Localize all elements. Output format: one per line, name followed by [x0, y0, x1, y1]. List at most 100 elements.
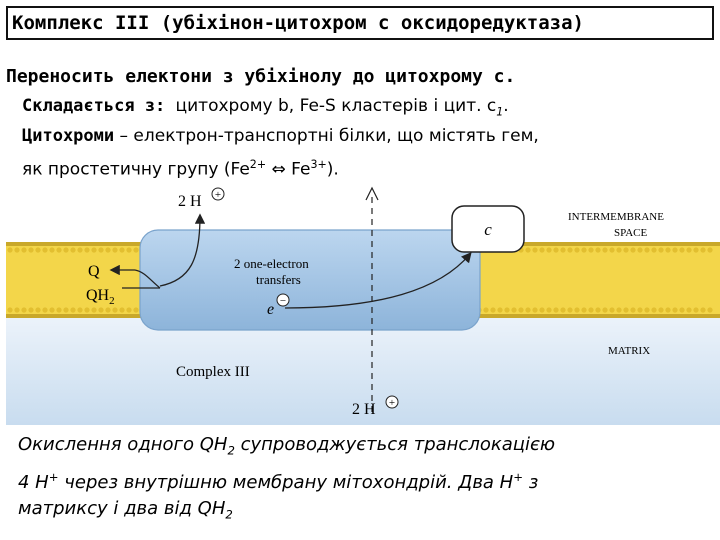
lipid-head — [581, 247, 587, 253]
lipid-head — [700, 307, 706, 313]
lipid-head — [637, 307, 643, 313]
lipid-head — [693, 247, 699, 253]
lipid-head — [126, 247, 132, 253]
lipid-head — [546, 307, 552, 313]
lipid-head — [70, 307, 76, 313]
h-bottom-label: 2 H — [352, 401, 376, 418]
qh2-label: QH2 — [86, 287, 115, 307]
lipid-head — [588, 247, 594, 253]
lipid-head — [63, 247, 69, 253]
heme-line: як простетичну групу (Fe2+ ⇔ Fe3+). — [22, 158, 339, 180]
lipid-head — [91, 247, 97, 253]
lipid-head — [665, 247, 671, 253]
slide-title: Комплекс III (убіхінон-цитохром с оксидо… — [6, 6, 714, 40]
lipid-head — [595, 247, 601, 253]
lipid-head — [497, 307, 503, 313]
matrix-label: MATRIX — [608, 345, 650, 357]
lipid-head — [672, 307, 678, 313]
lipid-head — [679, 307, 685, 313]
lipid-head — [553, 307, 559, 313]
composition-line: Складається з: цитохрому b, Fe-S кластер… — [22, 96, 509, 118]
lipid-head — [42, 247, 48, 253]
lipid-head — [133, 247, 139, 253]
proton-release-arrow — [159, 213, 206, 287]
double-arrow-icon: ⇔ — [271, 159, 286, 180]
caption-line-1: Окислення одного QH2 супроводжується тра… — [18, 434, 556, 458]
cytochromes-text: – електрон-транспортні білки, що містять… — [114, 126, 539, 146]
lipid-head — [28, 247, 34, 253]
cytochrome-c-label: c — [484, 220, 492, 239]
transfer-label-2: transfers — [256, 272, 301, 287]
lipid-head — [539, 307, 545, 313]
lipid-head — [707, 247, 713, 253]
lipid-head — [98, 247, 104, 253]
minus-icon — [276, 293, 290, 307]
lipid-head — [567, 247, 573, 253]
lipid-head — [35, 247, 41, 253]
lipid-head — [84, 307, 90, 313]
cytochromes-line: Цитохроми – електрон-транспортні білки, … — [22, 126, 539, 146]
lipid-head — [504, 307, 510, 313]
svg-text:−: − — [280, 295, 286, 307]
lipid-head — [49, 307, 55, 313]
electron-label: e — [267, 301, 274, 318]
lipid-head — [651, 307, 657, 313]
lipid-head — [707, 307, 713, 313]
lipid-head — [658, 307, 664, 313]
lipid-head — [28, 307, 34, 313]
composition-label: Складається з: — [22, 96, 166, 116]
lipid-head — [511, 307, 517, 313]
lipid-head — [686, 247, 692, 253]
lipid-head — [56, 307, 62, 313]
lipid-head — [35, 307, 41, 313]
lipid-head — [14, 307, 20, 313]
lipid-head — [483, 307, 489, 313]
lipid-head — [637, 247, 643, 253]
lipid-head — [651, 247, 657, 253]
lipid-head — [119, 307, 125, 313]
lipid-head — [525, 247, 531, 253]
lipid-head — [630, 247, 636, 253]
q-label: Q — [88, 263, 100, 280]
lipid-head — [616, 307, 622, 313]
lipid-head — [532, 247, 538, 253]
lipid-head — [609, 307, 615, 313]
plus-icon-bottom — [385, 395, 399, 409]
lipid-head — [77, 307, 83, 313]
complex-iii-diagram: c 2 H + Q QH2 2 one-electron transfers e… — [6, 186, 720, 425]
lipid-head — [105, 247, 111, 253]
svg-text:+: + — [215, 189, 221, 201]
lipid-head — [672, 247, 678, 253]
lipid-head — [98, 307, 104, 313]
lipid-head — [588, 307, 594, 313]
lipid-head — [21, 247, 27, 253]
svg-text:+: + — [389, 397, 395, 409]
lipid-head — [532, 307, 538, 313]
bottom-caption: Окислення одного QH2 супроводжується тра… — [18, 432, 708, 527]
intro-line: Переносить електони з убіхінолу до цитох… — [6, 66, 516, 87]
intermembrane-label-1: INTERMEMBRANE — [568, 211, 664, 223]
lipid-head — [623, 247, 629, 253]
lipid-head — [630, 307, 636, 313]
lipid-head — [609, 247, 615, 253]
intermembrane-label-2: SPACE — [614, 227, 648, 239]
lipid-head — [49, 247, 55, 253]
lipid-head — [56, 247, 62, 253]
lipid-head — [525, 307, 531, 313]
complex-iii-protein — [139, 229, 481, 331]
lipid-head — [686, 307, 692, 313]
cytochrome-c — [451, 205, 525, 253]
lipid-head — [77, 247, 83, 253]
lipid-head — [70, 247, 76, 253]
lipid-head — [518, 307, 524, 313]
complex-label: Complex III — [176, 364, 250, 380]
lipid-head — [700, 247, 706, 253]
composition-text: цитохрому b, Fe-S кластерів і цит. с1. — [175, 96, 509, 119]
lipid-head — [602, 247, 608, 253]
lipid-head — [63, 307, 69, 313]
lipid-head — [21, 307, 27, 313]
lipid-head — [679, 247, 685, 253]
lipid-head — [42, 307, 48, 313]
lipid-head — [105, 307, 111, 313]
lipid-head — [7, 307, 13, 313]
